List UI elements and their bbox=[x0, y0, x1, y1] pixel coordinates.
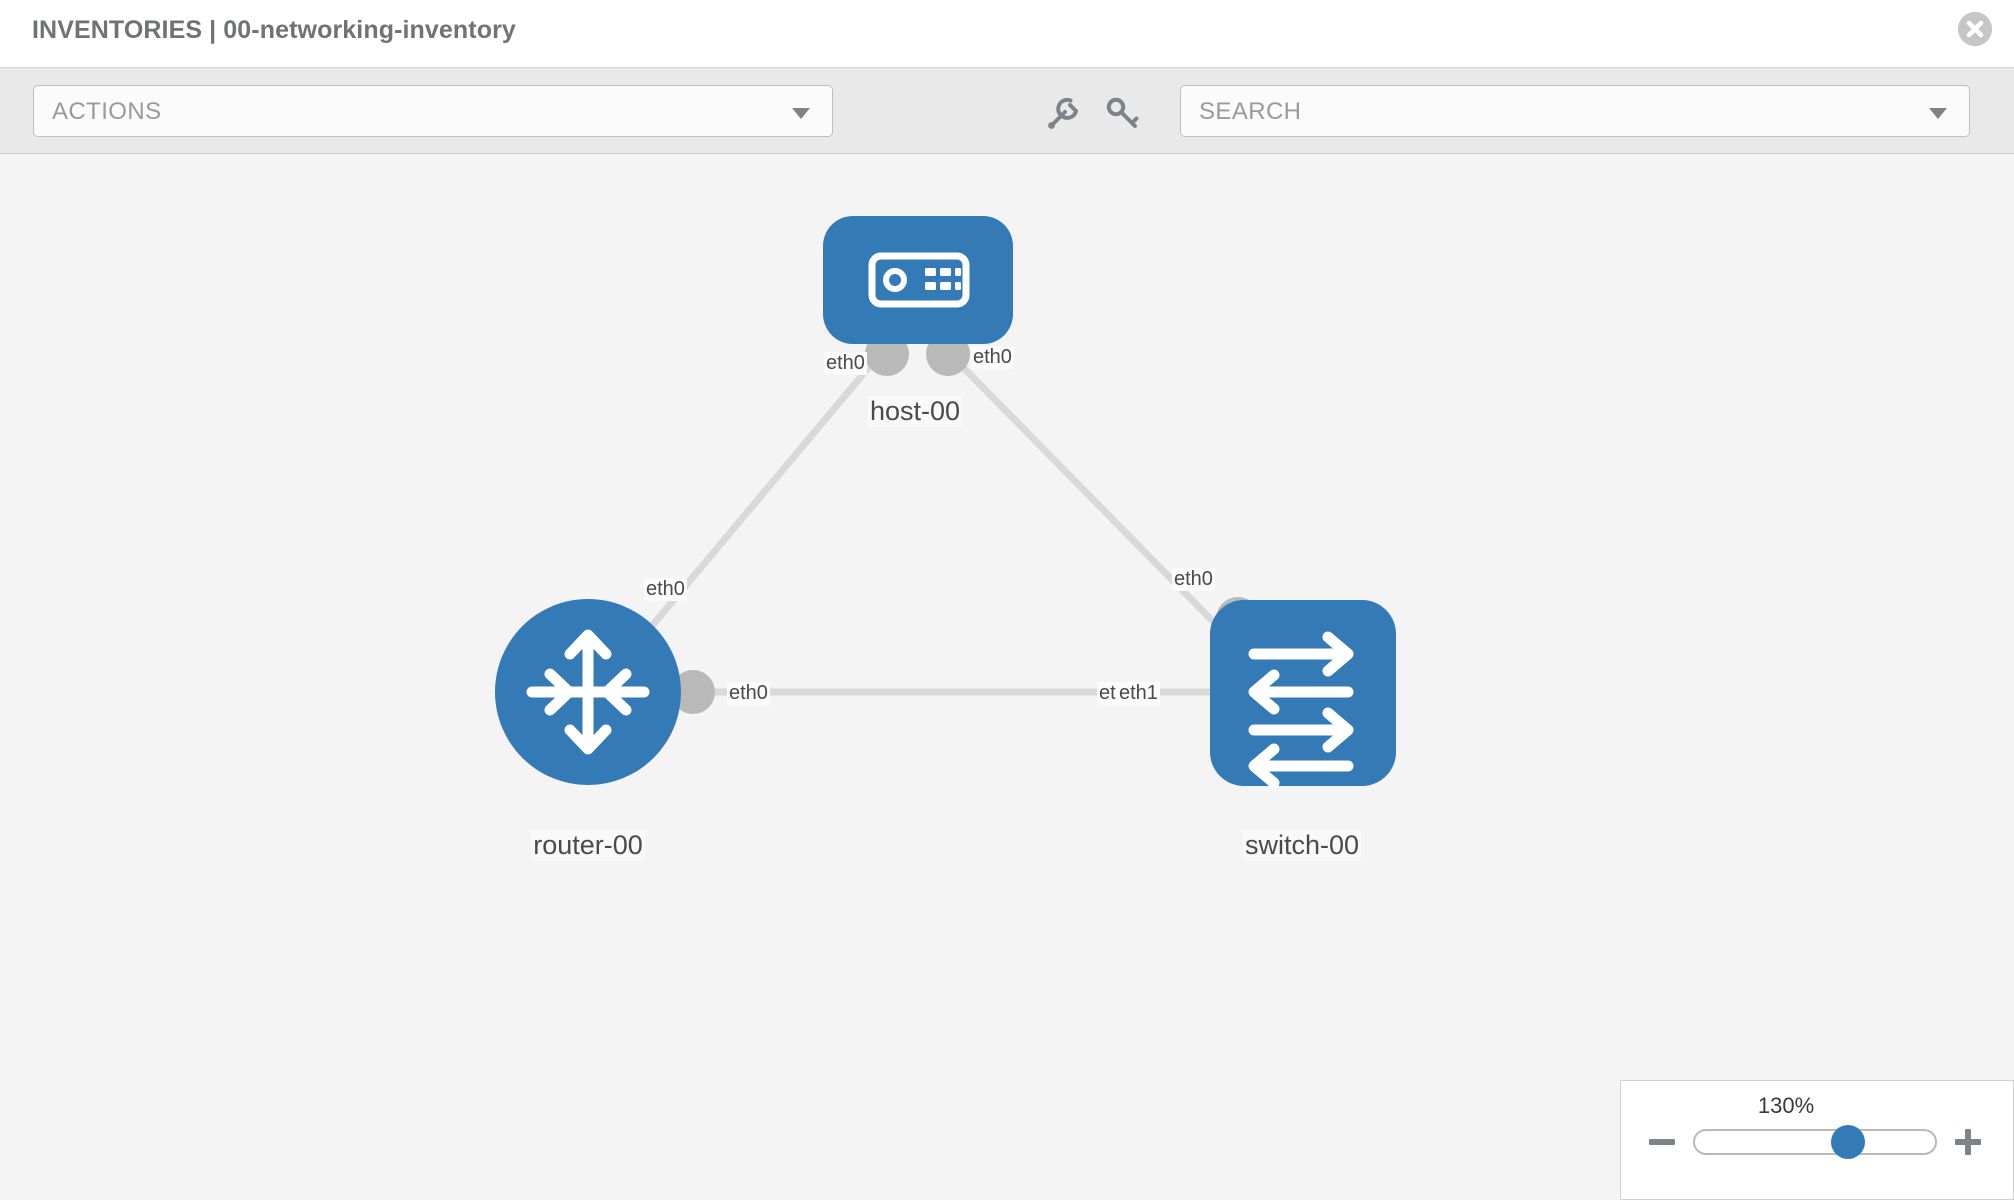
key-icon[interactable] bbox=[1103, 94, 1143, 134]
zoom-slider-track[interactable] bbox=[1693, 1129, 1937, 1155]
zoom-level-value: 130% bbox=[1757, 1093, 1815, 1118]
page-header: INVENTORIES | 00-networking-inventory bbox=[0, 0, 2014, 68]
node-label-host-00: host-00 bbox=[867, 396, 963, 427]
link-host00-switch00 bbox=[947, 351, 1248, 657]
search-input[interactable]: SEARCH bbox=[1180, 85, 1970, 137]
actions-dropdown-label: ACTIONS bbox=[52, 98, 162, 125]
server-appliance-icon bbox=[868, 252, 970, 308]
wrench-icon[interactable] bbox=[1043, 94, 1083, 134]
interface-connectors bbox=[671, 332, 1260, 714]
actions-dropdown[interactable]: ACTIONS bbox=[33, 85, 833, 137]
minus-icon[interactable] bbox=[1647, 1127, 1677, 1157]
node-switch-00[interactable] bbox=[1210, 600, 1396, 789]
plus-icon[interactable] bbox=[1953, 1127, 1983, 1157]
interface-label: eth1 bbox=[1117, 682, 1160, 705]
interface-label: eth0 bbox=[971, 346, 1014, 369]
topology-graph bbox=[495, 216, 1396, 789]
zoom-control-panel: 130% bbox=[1620, 1080, 2014, 1200]
link-host00-router00 bbox=[617, 351, 883, 667]
topology-toolbar: ACTIONS SEARCH bbox=[0, 68, 2014, 154]
topology-canvas[interactable]: host-00 router-00 switch-00 eth0 eth0 et… bbox=[0, 154, 2014, 1200]
close-icon[interactable] bbox=[1958, 12, 1992, 46]
search-placeholder: SEARCH bbox=[1199, 98, 1302, 125]
interface-label: eth0 bbox=[1172, 568, 1215, 591]
interface-label: eth0 bbox=[644, 578, 687, 601]
interface-label: eth0 bbox=[727, 682, 770, 705]
connector-dot bbox=[671, 670, 715, 714]
chevron-down-icon bbox=[792, 108, 810, 119]
node-router-00[interactable] bbox=[495, 599, 681, 785]
router-arrows-icon bbox=[526, 629, 650, 755]
node-label-switch-00: switch-00 bbox=[1242, 830, 1362, 861]
page-title: INVENTORIES | 00-networking-inventory bbox=[32, 16, 516, 44]
node-label-router-00: router-00 bbox=[531, 830, 645, 861]
chevron-down-icon[interactable] bbox=[1929, 108, 1947, 119]
interface-label: eth0 bbox=[824, 352, 867, 375]
node-host-00[interactable] bbox=[823, 216, 1013, 344]
switch-arrows-icon bbox=[1248, 631, 1354, 789]
zoom-slider-thumb[interactable] bbox=[1831, 1125, 1865, 1159]
